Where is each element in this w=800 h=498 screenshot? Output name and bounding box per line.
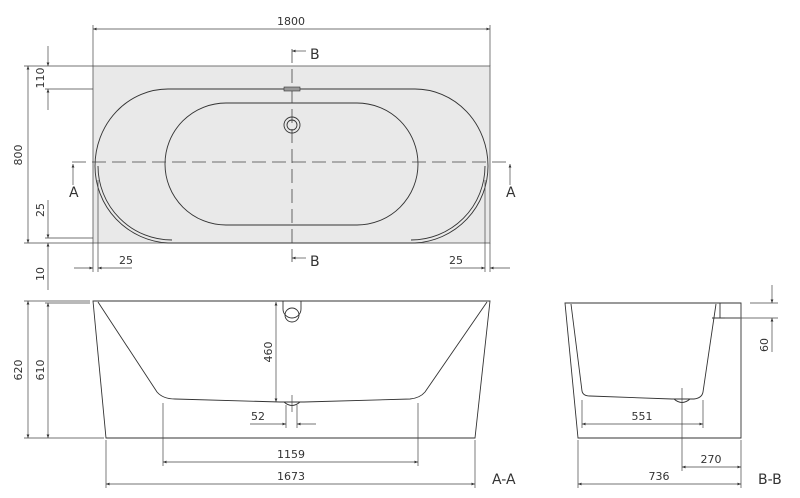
dim-10: 10: [34, 267, 47, 281]
drain-icon: [283, 116, 301, 134]
top-view: 1800 800 110 25 10 25 25 A A B B: [12, 15, 516, 290]
dim-460: 460: [262, 342, 275, 363]
tub-rim-outline: [94, 88, 489, 244]
dim-110: 110: [34, 68, 47, 89]
dim-52: 52: [251, 410, 265, 423]
tub-body-bb: [564, 302, 742, 439]
top-panel: [92, 65, 491, 244]
dim-800: 800: [12, 145, 25, 166]
section-label-aa: A-A: [492, 472, 516, 488]
section-mark-b-top: B: [310, 47, 320, 63]
dim-270: 270: [701, 453, 722, 466]
dim-25-right: 25: [449, 254, 463, 267]
dim-25-front: 25: [34, 203, 47, 217]
section-bb: 60 551 270 736 B-B: [564, 285, 782, 488]
dim-1800: 1800: [277, 15, 305, 28]
dim-610: 610: [34, 360, 47, 381]
inner-profile-bb: [570, 303, 717, 400]
rim-inner-left: [97, 165, 173, 241]
rim-inner-right: [410, 165, 486, 241]
dim-551: 551: [632, 410, 653, 423]
section-mark-b-bottom: B: [310, 254, 320, 270]
tub-body-aa: [92, 300, 491, 439]
section-aa: 620 610 460 52 1159 1673 A-A: [12, 300, 516, 488]
overflow-icon-aa: [284, 307, 300, 323]
section-label-bb: B-B: [758, 472, 782, 488]
dim-1159: 1159: [277, 448, 305, 461]
dim-736: 736: [649, 470, 670, 483]
dim-25-left: 25: [119, 254, 133, 267]
section-mark-a-right: A: [506, 185, 516, 201]
overflow-icon: [283, 86, 301, 92]
dim-1673: 1673: [277, 470, 305, 483]
dim-620: 620: [12, 360, 25, 381]
section-mark-a-left: A: [69, 185, 79, 201]
inner-profile-aa: [97, 301, 488, 403]
dim-60: 60: [758, 338, 771, 352]
inner-basin: [164, 102, 419, 226]
